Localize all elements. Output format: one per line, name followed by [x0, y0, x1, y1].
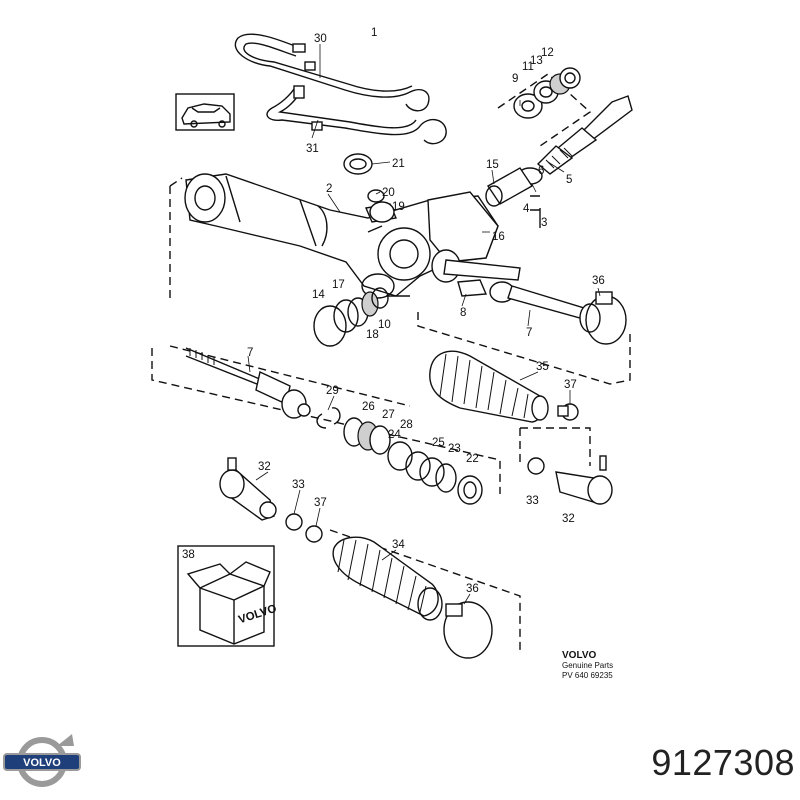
left-boot	[329, 529, 521, 659]
callout-31: 31	[306, 143, 319, 155]
callout-12: 12	[541, 47, 554, 59]
callout-3: 3	[541, 217, 547, 229]
part-number: 9127308	[651, 742, 795, 783]
callout-4: 4	[523, 203, 530, 215]
vehicle-thumbnail	[175, 93, 235, 131]
callout-37-right: 37	[564, 379, 577, 391]
left-outer-tie-rod	[219, 457, 323, 543]
callout-29: 29	[326, 385, 339, 397]
footer-catalog-number: PV 640 69235	[562, 671, 613, 680]
right-outer-tie-rod	[519, 427, 613, 505]
callout-18: 18	[366, 329, 379, 341]
callout-5: 5	[566, 174, 572, 186]
packaging-box: VOLVO	[177, 545, 278, 647]
callout-23: 23	[448, 443, 461, 455]
callout-21: 21	[392, 158, 405, 170]
housing-seals	[313, 287, 389, 347]
callout-7-right: 7	[526, 327, 532, 339]
callout-20: 20	[382, 187, 395, 199]
footer-genuine-parts: Genuine Parts	[562, 661, 613, 670]
callout-19: 19	[392, 201, 405, 213]
rack-housing	[169, 153, 521, 300]
callout-33-left: 33	[292, 479, 305, 491]
left-inner-tie-rod	[151, 345, 501, 505]
callout-11: 11	[522, 61, 534, 73]
callout-16: 16	[492, 231, 505, 243]
callout-24: 24	[388, 429, 401, 441]
callout-36-bottom: 36	[466, 583, 479, 595]
callout-14: 14	[312, 289, 325, 301]
callout-34: 34	[392, 539, 405, 551]
callout-37-left: 37	[314, 497, 327, 509]
callout-10: 10	[378, 319, 391, 331]
callout-22: 22	[466, 453, 479, 465]
callout-26: 26	[362, 401, 375, 413]
callout-8: 8	[460, 307, 466, 319]
callout-36-top: 36	[592, 275, 605, 287]
hydraulic-lines	[234, 33, 447, 145]
callout-32-left: 32	[258, 461, 271, 473]
callout-7-left: 7	[247, 347, 253, 359]
callout-2: 2	[326, 183, 332, 195]
callout-9: 9	[512, 73, 518, 85]
leader-lines	[247, 44, 601, 605]
callout-25: 25	[432, 437, 445, 449]
callout-27: 27	[382, 409, 395, 421]
callout-17: 17	[332, 279, 345, 291]
callout-15: 15	[486, 159, 499, 171]
right-clamp	[557, 403, 579, 421]
callout-13: 13	[530, 55, 543, 67]
callout-35: 35	[536, 361, 549, 373]
callout-30: 30	[314, 33, 327, 45]
callout-6: 6	[538, 165, 544, 177]
callout-28: 28	[400, 419, 413, 431]
callout-labels: 1 2 3 4 5 6 7 7 8 9 10 11 12 13 14 15 16…	[182, 27, 605, 595]
callout-33-right: 33	[526, 495, 539, 507]
right-boot	[429, 350, 549, 423]
footer-brand: VOLVO	[562, 650, 596, 661]
callout-32-right: 32	[562, 513, 575, 525]
volvo-logo: VOLVO	[3, 734, 81, 787]
callout-1: 1	[371, 27, 377, 39]
pinion-assembly	[485, 67, 633, 228]
callout-38: 38	[182, 549, 195, 561]
logo-wordmark: VOLVO	[23, 757, 61, 769]
right-inner-tie-rod	[417, 279, 631, 385]
diagram-footer: VOLVO Genuine Parts PV 640 69235	[562, 650, 613, 680]
